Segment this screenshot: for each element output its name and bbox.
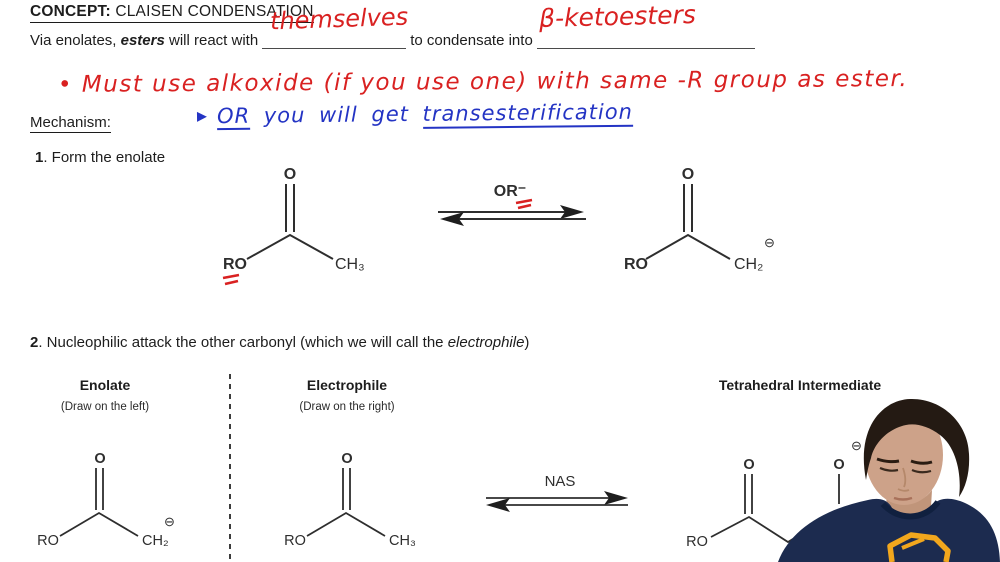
intro-text-mid: will react with xyxy=(164,32,259,49)
step1-label: 1. Form the enolate xyxy=(35,149,165,166)
carbonyl-o: O xyxy=(94,451,105,467)
negative-charge-icon: ⊖ xyxy=(764,235,775,250)
blue-mid-words: you will get xyxy=(250,101,423,128)
red-emphasis-mark xyxy=(515,198,533,205)
intro-text-between: to condensate into xyxy=(410,32,533,49)
mechanism-heading: Mechanism: xyxy=(30,114,111,133)
presenter-webcam xyxy=(778,398,1000,562)
skeleton-bonds xyxy=(59,511,139,537)
nas-equilibrium-arrow: NAS xyxy=(486,473,628,512)
electrophile-structure-bottom: O RO CH₃ xyxy=(284,451,416,549)
enolate-column-subtitle: (Draw on the left) xyxy=(60,401,150,413)
step1-text: . Form the enolate xyxy=(43,149,166,166)
blank-line-1: themselves xyxy=(262,3,409,49)
reverse-arrowhead xyxy=(440,212,464,226)
blue-transesterification: transesterification xyxy=(422,99,634,129)
blue-or-word: OR xyxy=(216,103,251,131)
step2-text: . Nucleophilic attack the other carbonyl… xyxy=(38,334,448,351)
ester-structure: O RO CH₃ xyxy=(222,166,365,286)
ester-ro: RO xyxy=(223,256,247,273)
presenter-nose xyxy=(897,467,910,492)
enolate-structure-bottom: O RO CH₂ ⊖ xyxy=(37,451,175,549)
intro-text-start: Via enolates, xyxy=(30,32,121,49)
handwritten-themselves: themselves xyxy=(269,2,409,36)
ro-label: RO xyxy=(284,533,306,549)
carbonyl-o: O xyxy=(743,457,754,473)
electrophile-column-title: Electrophile xyxy=(306,377,388,393)
presenter-mouth xyxy=(893,496,913,501)
shirt-hexagon-logo-icon xyxy=(887,532,951,562)
step2-close-paren: ) xyxy=(524,334,530,351)
handwritten-red-note: • Must use alkoxide (if you use one) wit… xyxy=(57,66,909,98)
negative-charge-icon: ⊖ xyxy=(164,514,175,529)
red-emphasis-mark xyxy=(224,279,239,286)
red-emphasis-mark xyxy=(517,203,532,210)
ester-ch3: CH₃ xyxy=(335,256,365,273)
enolate-ro: RO xyxy=(624,256,648,273)
blank-line-2: β-ketoesters xyxy=(536,0,755,49)
presenter-eye-left xyxy=(879,466,899,472)
concept-title: CLAISEN CONDENSATION xyxy=(110,3,314,20)
forward-arrowhead xyxy=(604,491,628,505)
negative-charge-icon: ⊖ xyxy=(851,438,862,453)
tetrahedral-column-title: Tetrahedral Intermediate xyxy=(718,377,882,393)
enolate-carbonyl-o: O xyxy=(682,166,694,183)
forward-arrowhead xyxy=(560,205,584,219)
equilibrium-reagent: OR⁻ xyxy=(494,183,526,200)
equilibrium-arrow: OR⁻ xyxy=(438,183,586,226)
presenter-hair xyxy=(863,398,970,497)
presenter-eyebrow-right xyxy=(910,459,933,465)
electrophile-column-subtitle: (Draw on the right) xyxy=(299,401,395,413)
ester-carbonyl-o: O xyxy=(284,166,296,183)
presenter-eyebrow-left xyxy=(876,457,900,464)
ch2-label: CH₂ xyxy=(142,533,169,549)
intro-esters-emphasis: esters xyxy=(120,32,165,49)
enolate-structure: O RO CH₂ ⊖ xyxy=(624,166,775,273)
enolate-ch2: CH₂ xyxy=(734,256,763,273)
step2-number: 2 xyxy=(30,334,39,351)
ch3-label: CH₃ xyxy=(389,533,416,549)
skeleton-bonds xyxy=(246,233,334,260)
blue-arrow-bullet-icon: ▶ xyxy=(196,109,208,125)
ro-label: RO xyxy=(686,534,708,550)
step1-number: 1 xyxy=(35,149,44,166)
enolate-column-title: Enolate xyxy=(79,377,131,393)
handwritten-ketoesters: β-ketoesters xyxy=(538,0,696,34)
alkoxide-o: O xyxy=(833,457,844,473)
nas-label: NAS xyxy=(545,473,576,490)
presenter-collar xyxy=(880,500,941,520)
step2-electrophile-word: electrophile xyxy=(447,334,525,351)
red-emphasis-mark xyxy=(222,273,240,280)
reverse-arrowhead xyxy=(486,498,510,512)
presenter-eye-right xyxy=(911,468,932,474)
step2-label: 2. Nucleophilic attack the other carbony… xyxy=(30,334,529,351)
ro-label: RO xyxy=(37,533,59,549)
concept-label: CONCEPT: xyxy=(30,3,111,20)
skeleton-bonds xyxy=(306,511,386,537)
handwritten-blue-note: ▶ OR you will get transesterification xyxy=(196,99,634,131)
page-title: CONCEPT: CLAISEN CONDENSATION xyxy=(30,3,314,23)
intro-sentence: Via enolates, esters will react with them… xyxy=(30,0,759,49)
skeleton-bonds xyxy=(645,233,731,260)
dotted-divider xyxy=(229,374,232,562)
carbonyl-o: O xyxy=(341,451,352,467)
